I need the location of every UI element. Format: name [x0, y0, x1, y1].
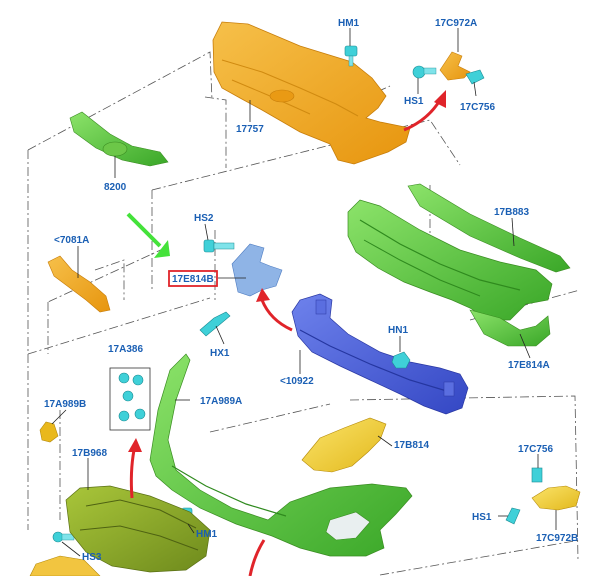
bumper-cover-17a989a-part [149, 353, 413, 557]
label-17c972a: 17C972A [435, 18, 477, 29]
label-hn1: HN1 [388, 325, 408, 336]
label-17e814a: 17E814A [508, 360, 550, 371]
label-10922: <10922 [280, 376, 314, 387]
label-17c756-bottom: 17C756 [518, 444, 553, 455]
highlight-box-17e814b [168, 270, 218, 287]
label-hs3: HS3 [82, 552, 102, 563]
bracket-17c972a-part [439, 51, 471, 81]
label-17b814: 17B814 [394, 440, 429, 451]
label-17b883: 17B883 [494, 207, 529, 218]
bolt-hs2-fastener [203, 239, 235, 253]
label-17c972b: 17C972B [536, 533, 578, 544]
bracket-17b814-part [301, 417, 387, 473]
label-7081a: <7081A [54, 235, 89, 246]
green-direction-arrow [126, 212, 170, 258]
absorber-10922-part [291, 293, 469, 415]
red-arrow-top [403, 90, 446, 132]
label-17a989b: 17A989B [44, 399, 86, 410]
label-hs1-top: HS1 [404, 96, 424, 107]
label-17a386: 17A386 [108, 344, 143, 355]
red-arrow-middle [256, 288, 293, 332]
bolt-hs1-top-fastener [412, 65, 437, 79]
red-arrow-bottom [248, 539, 266, 576]
red-arrow-left [128, 438, 142, 499]
nut-hn1-fastener [391, 351, 411, 369]
grille-bar-8200-part [69, 111, 169, 167]
label-hx1: HX1 [210, 348, 230, 359]
bracket-7081a-part [47, 255, 111, 313]
clip-17c756-bottom-fastener [531, 467, 543, 483]
bumper-cover-upper-part [212, 21, 411, 165]
bolt-hs3-fastener [52, 531, 75, 543]
lower-grille-17b968-part [29, 485, 211, 576]
bolt-set-frame [109, 367, 151, 431]
label-17757: 17757 [236, 124, 264, 135]
label-17a989a: 17A989A [200, 396, 242, 407]
part-labels: HM1 17C972A HS1 17C756 17757 8200 17B883… [44, 18, 578, 563]
bracket-17c972b-part [531, 485, 581, 511]
reinforcement-17b883-part [347, 183, 571, 347]
label-17c756-top: 17C756 [460, 102, 495, 113]
bolt-hx1-fastener [199, 311, 231, 337]
label-hs1-bottom: HS1 [472, 512, 492, 523]
label-hs2: HS2 [194, 213, 214, 224]
bolt-hs1-bottom-fastener [505, 507, 521, 525]
label-8200: 8200 [104, 182, 127, 193]
label-17e814b: 17E814B [172, 274, 214, 285]
leader-lines [51, 28, 557, 557]
label-17b968: 17B968 [72, 448, 107, 459]
label-hm1-bottom: HM1 [196, 529, 218, 540]
bolt-17a386-set [118, 372, 146, 422]
cap-17a989b-part [39, 421, 59, 443]
bracket-17e814b-part [231, 243, 283, 297]
label-hm1-top: HM1 [338, 18, 360, 29]
clip-17c756-top-fastener [465, 69, 485, 85]
nut-hm1-top-fastener [344, 45, 358, 67]
